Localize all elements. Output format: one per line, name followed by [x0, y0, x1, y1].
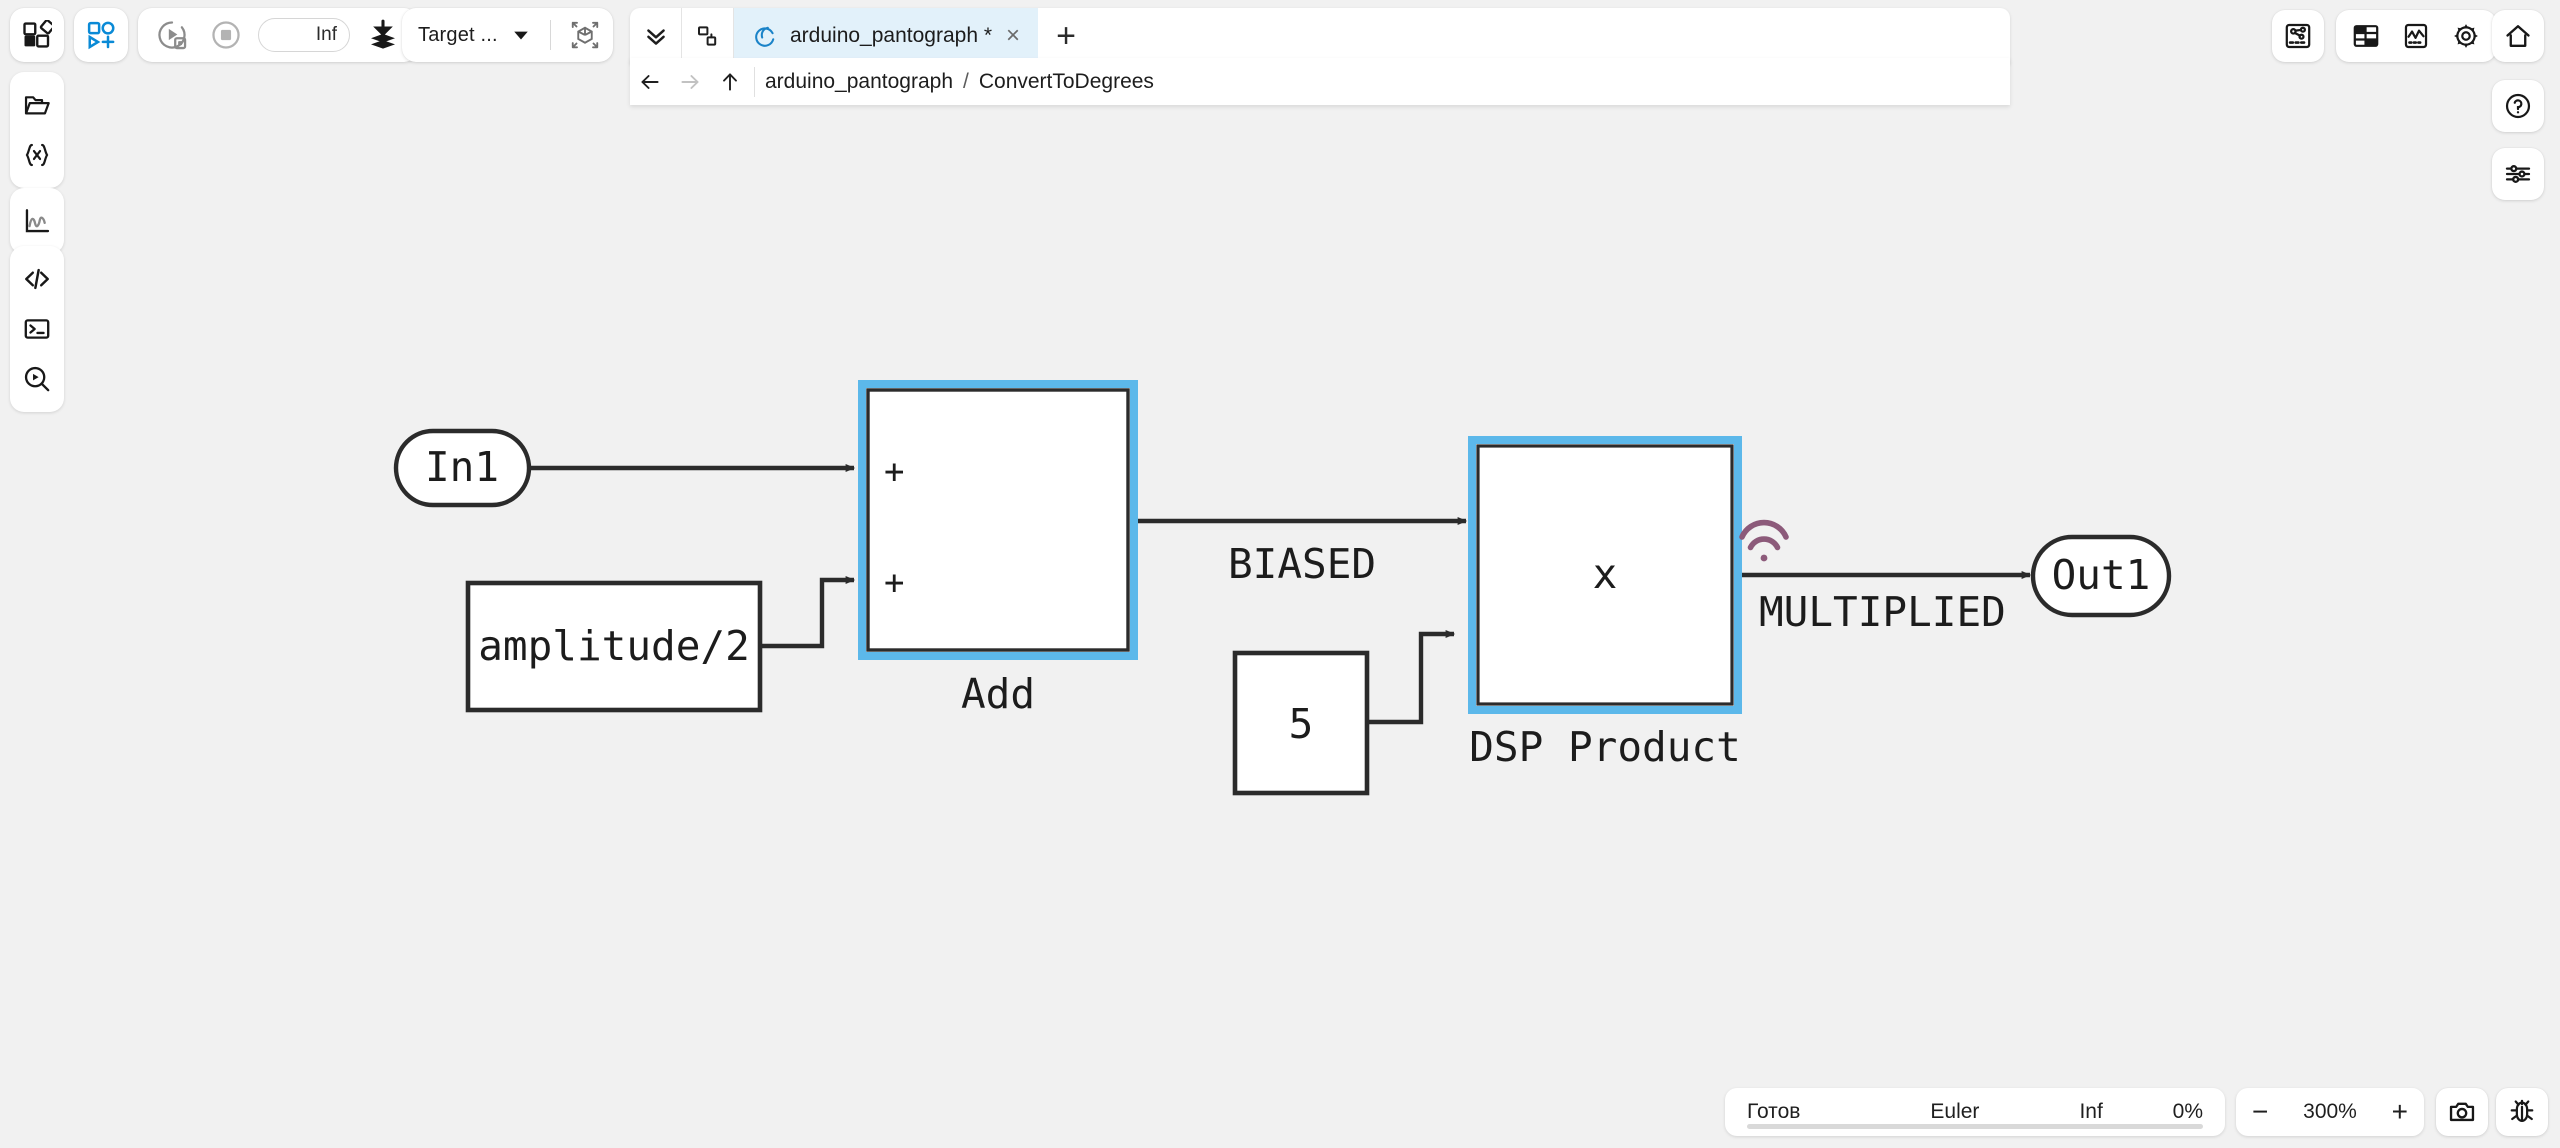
divider: [549, 20, 551, 50]
signal-label-multiplied: MULTIPLIED: [1759, 588, 2006, 636]
zoom-out-button[interactable]: −: [2252, 1096, 2269, 1127]
scope-icon[interactable]: [2392, 10, 2440, 62]
home-button[interactable]: [2492, 10, 2544, 62]
breadcrumb-item-root[interactable]: arduino_pantograph: [765, 69, 953, 93]
block-port-sign-add-2: +: [884, 563, 904, 603]
target-selector[interactable]: Target ...: [402, 8, 613, 62]
signal-logging-icon[interactable]: [1739, 519, 1789, 562]
chevron-double-down-icon[interactable]: [630, 8, 682, 64]
split-view-icon[interactable]: [682, 8, 734, 64]
run-on-hardware-icon[interactable]: [150, 13, 194, 57]
bug-icon: [2508, 1098, 2536, 1126]
diagram-layout-button[interactable]: [2272, 10, 2324, 62]
block-library-icon: [86, 20, 116, 50]
zoom-controls: − 300% +: [2236, 1088, 2424, 1136]
stop-time-input[interactable]: [258, 18, 350, 52]
simulation-controls-group: [138, 8, 418, 62]
home-icon: [2504, 22, 2532, 50]
camera-icon: [2448, 1098, 2476, 1126]
braces-x-icon[interactable]: [10, 130, 64, 180]
signal-amplitude-add[interactable]: [758, 576, 856, 649]
status-solver: Euler: [1930, 1100, 1980, 1123]
preferences-button[interactable]: [2492, 148, 2544, 200]
help-button[interactable]: [2492, 80, 2544, 132]
sliders-icon: [2504, 160, 2532, 188]
block-amplitude[interactable]: amplitude/2: [465, 580, 763, 713]
deploy-to-hardware-icon[interactable]: [360, 13, 406, 57]
block-in1[interactable]: In1: [393, 428, 532, 508]
chevron-down-icon[interactable]: [504, 15, 538, 55]
left-rail-group-2: [10, 188, 64, 254]
block-port-sign-add-1: +: [884, 452, 904, 492]
app-grid-icon: [22, 20, 52, 50]
model-loop-icon: [752, 23, 778, 49]
block-glyph-product: x: [1593, 550, 1618, 598]
divider: [754, 66, 755, 97]
snapshot-button[interactable]: [2436, 1088, 2488, 1136]
block-const5[interactable]: 5: [1232, 650, 1370, 796]
view-tools-group: [2336, 10, 2496, 62]
status-bar: Готов Euler Inf 0%: [1725, 1088, 2225, 1136]
block-out1[interactable]: Out1: [2030, 534, 2172, 618]
signal-const5-product[interactable]: [1369, 630, 1456, 725]
selection-highlight-product: [1468, 436, 1742, 714]
target-label: Target ...: [418, 23, 498, 46]
block-label-amplitude: amplitude/2: [478, 622, 750, 670]
block-product[interactable]: x DSP Product: [1468, 436, 1742, 771]
breadcrumb-item-current[interactable]: ConvertToDegrees: [978, 69, 1154, 93]
help-circle-icon: [2504, 92, 2532, 120]
signal-label-biased: BIASED: [1228, 540, 1376, 588]
3d-model-icon[interactable]: [563, 13, 607, 57]
folder-open-icon[interactable]: [10, 80, 64, 130]
magnifier-run-icon[interactable]: [10, 354, 64, 404]
tab-bar: arduino_pantograph * × +: [630, 8, 2010, 64]
terminal-icon[interactable]: [10, 304, 64, 354]
new-tab-button[interactable]: +: [1056, 16, 1076, 55]
zoom-level: 300%: [2303, 1100, 2357, 1123]
status-progress-percent: 0%: [2172, 1100, 2203, 1123]
stop-icon[interactable]: [204, 13, 248, 57]
status-step-time: Inf: [2079, 1100, 2103, 1123]
table-view-icon[interactable]: [2342, 10, 2390, 62]
progress-bar: [1747, 1124, 2203, 1129]
status-ready-text: Готов: [1747, 1100, 1801, 1123]
app-grid-button[interactable]: [10, 8, 64, 62]
selection-highlight-add: [858, 380, 1138, 660]
block-label-in1: In1: [425, 443, 499, 491]
block-label-const5: 5: [1289, 700, 1314, 748]
left-rail-group-3: [10, 246, 64, 412]
left-rail-group-1: [10, 72, 64, 188]
breadcrumb-bar: arduino_pantograph / ConvertToDegrees: [630, 58, 2010, 105]
arrow-up-icon[interactable]: [710, 58, 750, 105]
block-library-button[interactable]: [74, 8, 128, 62]
gear-icon[interactable]: [2442, 10, 2490, 62]
block-label-product: DSP Product: [1469, 723, 1741, 771]
signal-lines: [527, 464, 2032, 725]
arrow-right-icon[interactable]: [670, 58, 710, 105]
close-icon[interactable]: ×: [1006, 22, 1021, 49]
zoom-in-button[interactable]: +: [2391, 1096, 2408, 1127]
diagram-layout-icon: [2284, 22, 2312, 50]
tab-title: arduino_pantograph *: [790, 24, 993, 47]
block-label-out1: Out1: [2052, 551, 2151, 599]
code-icon[interactable]: [10, 254, 64, 304]
plot-icon[interactable]: [10, 196, 64, 246]
arrow-left-icon[interactable]: [630, 58, 670, 105]
breadcrumb-separator: /: [963, 69, 969, 93]
debug-button[interactable]: [2496, 1088, 2548, 1136]
block-label-add: Add: [961, 670, 1035, 718]
block-add[interactable]: + + Add: [858, 380, 1138, 718]
